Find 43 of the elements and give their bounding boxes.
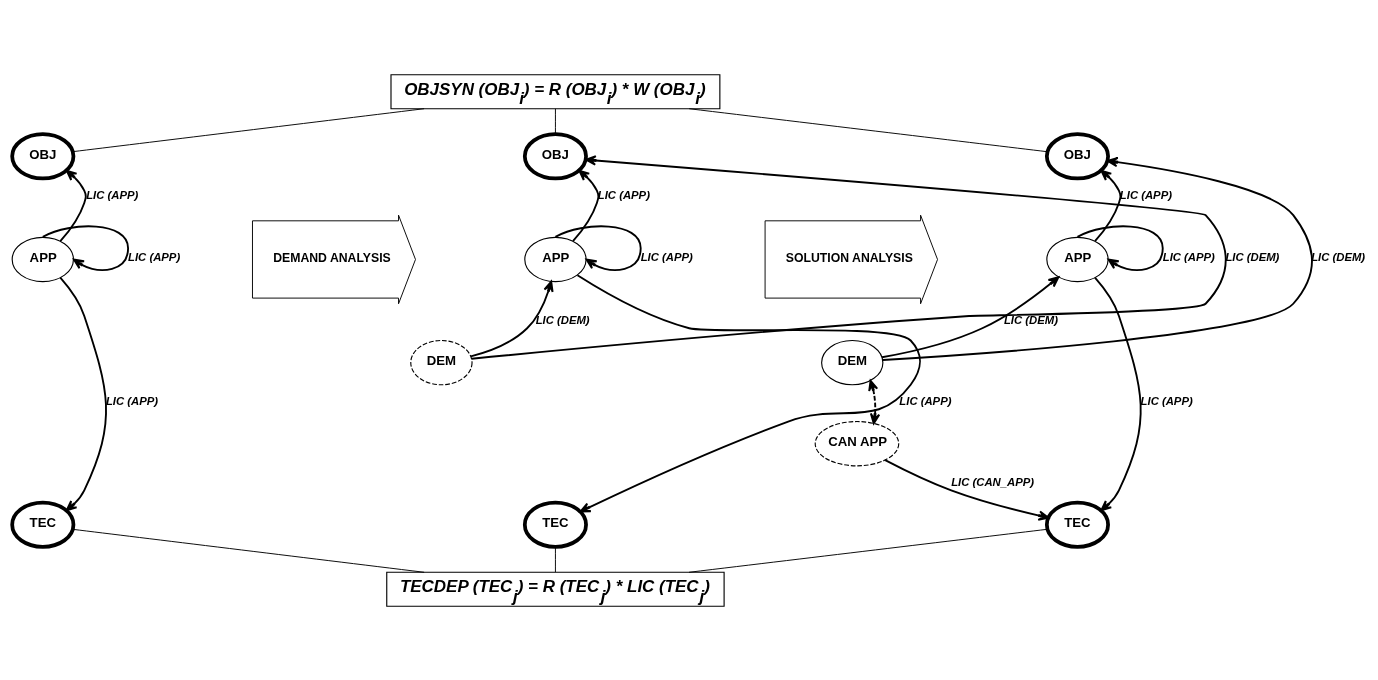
arrow bbox=[1076, 224, 1164, 271]
edge-label: LIC (APP) bbox=[640, 250, 693, 263]
node-ellipse: CAN APP bbox=[814, 420, 900, 466]
node-ellipse: OBJ bbox=[522, 131, 588, 180]
arrow bbox=[881, 156, 1313, 361]
edge-label: LIC (DEM) bbox=[1225, 250, 1280, 263]
edge-label: LIC (DEM) bbox=[1003, 313, 1058, 326]
arrow bbox=[59, 276, 107, 511]
edge-label: LIC (APP) bbox=[128, 250, 181, 263]
connector bbox=[688, 107, 1048, 152]
node-ellipse: APP bbox=[524, 236, 587, 282]
edge-label: LIC (APP) bbox=[1140, 394, 1193, 407]
edge-label: LIC (DEM) bbox=[535, 313, 590, 326]
connector bbox=[688, 528, 1048, 573]
arrow bbox=[41, 224, 130, 271]
node-ellipse: APP bbox=[11, 236, 74, 282]
edge-label: LIC (APP) bbox=[105, 394, 159, 407]
node-ellipse: TEC bbox=[522, 500, 588, 549]
arrow bbox=[59, 169, 87, 242]
edge-label: LIC (DEM) bbox=[1311, 250, 1366, 263]
edge-label: LIC (APP) bbox=[1162, 250, 1215, 263]
connector bbox=[72, 107, 425, 152]
arrow bbox=[572, 169, 600, 242]
edge-label: LIC (APP) bbox=[899, 394, 952, 407]
arrow bbox=[1094, 276, 1142, 511]
arrow bbox=[469, 280, 554, 357]
connector bbox=[554, 545, 556, 573]
arrow bbox=[576, 273, 922, 512]
edge-label: LIC (CAN_APP) bbox=[951, 475, 1035, 488]
arrow bbox=[1094, 169, 1122, 242]
node-ellipse: TEC bbox=[1044, 500, 1110, 549]
arrow bbox=[868, 379, 881, 424]
node-ellipse: DEM bbox=[821, 339, 884, 385]
connector bbox=[554, 107, 556, 134]
connector bbox=[72, 528, 425, 573]
arrow bbox=[470, 154, 1227, 360]
node-ellipse: OBJ bbox=[1044, 131, 1110, 180]
edge-label: LIC (APP) bbox=[86, 188, 139, 201]
arrow bbox=[884, 458, 1050, 521]
node-ellipse: APP bbox=[1046, 236, 1109, 282]
node-ellipse: DEM bbox=[410, 339, 473, 385]
arrow bbox=[554, 224, 642, 271]
arrow bbox=[881, 275, 1060, 358]
